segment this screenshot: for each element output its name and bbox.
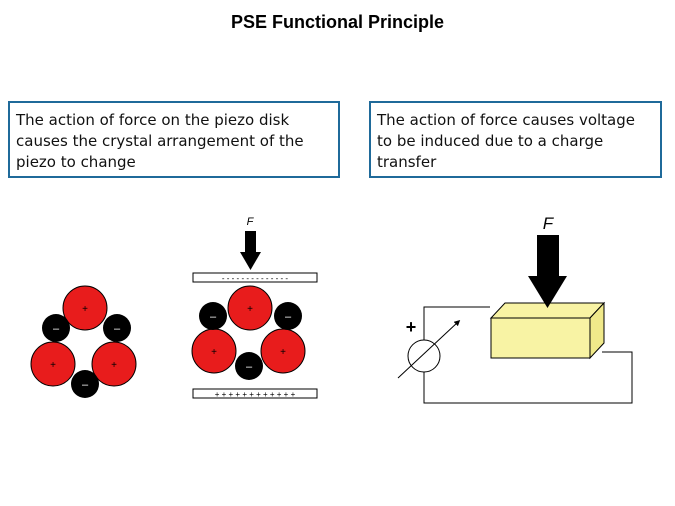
svg-text:+: +	[82, 304, 88, 315]
svg-text:–: –	[53, 323, 60, 335]
svg-text:+: +	[280, 347, 286, 358]
svg-text:+: +	[50, 360, 56, 371]
bottom-electrode-plate: + + + + + + + + + + + +	[192, 388, 318, 399]
svg-text:- - - - - - - - - - - - - -: - - - - - - - - - - - - - -	[222, 274, 289, 283]
piezo-crystal-block	[489, 301, 606, 360]
meter-polarity-label: +	[406, 317, 417, 337]
negative-ion: –	[103, 314, 131, 342]
positive-ion: +	[191, 328, 237, 374]
positive-ion: +	[30, 341, 76, 387]
negative-ion: –	[42, 314, 70, 342]
voltmeter: +	[397, 317, 461, 379]
svg-text:–: –	[285, 311, 292, 323]
negative-ion: –	[274, 302, 302, 330]
positive-ion: +	[260, 328, 306, 374]
svg-text:–: –	[114, 323, 121, 335]
force-arrow-left: F	[240, 216, 261, 270]
right-caption-text: The action of force causes voltage to be…	[377, 111, 635, 171]
svg-text:+ + + + + + + + + + + +: + + + + + + + + + + + +	[215, 390, 296, 399]
svg-text:–: –	[210, 311, 217, 323]
left-caption-text: The action of force on the piezo disk ca…	[16, 111, 304, 171]
crystal-compressed: + + + – – –	[191, 285, 306, 380]
svg-text:–: –	[246, 361, 253, 373]
svg-text:F: F	[247, 216, 255, 228]
force-arrow-right: F	[528, 214, 567, 308]
negative-ion: –	[71, 370, 99, 398]
svg-text:+: +	[111, 360, 117, 371]
svg-text:+: +	[211, 347, 217, 358]
negative-ion: –	[235, 352, 263, 380]
svg-text:–: –	[82, 379, 89, 391]
left-caption-box: The action of force on the piezo disk ca…	[8, 101, 340, 178]
svg-text:+: +	[247, 304, 253, 315]
slide-title: PSE Functional Principle	[230, 12, 445, 32]
positive-ion: +	[91, 341, 137, 387]
crystal-unstressed: + + + – – –	[30, 285, 137, 398]
right-caption-box: The action of force causes voltage to be…	[369, 101, 662, 178]
circuit-wire	[423, 306, 633, 404]
svg-text:F: F	[543, 214, 555, 233]
negative-ion: –	[199, 302, 227, 330]
positive-ion: +	[62, 285, 108, 331]
top-electrode-plate: - - - - - - - - - - - - - -	[192, 272, 318, 283]
positive-ion: +	[227, 285, 273, 331]
